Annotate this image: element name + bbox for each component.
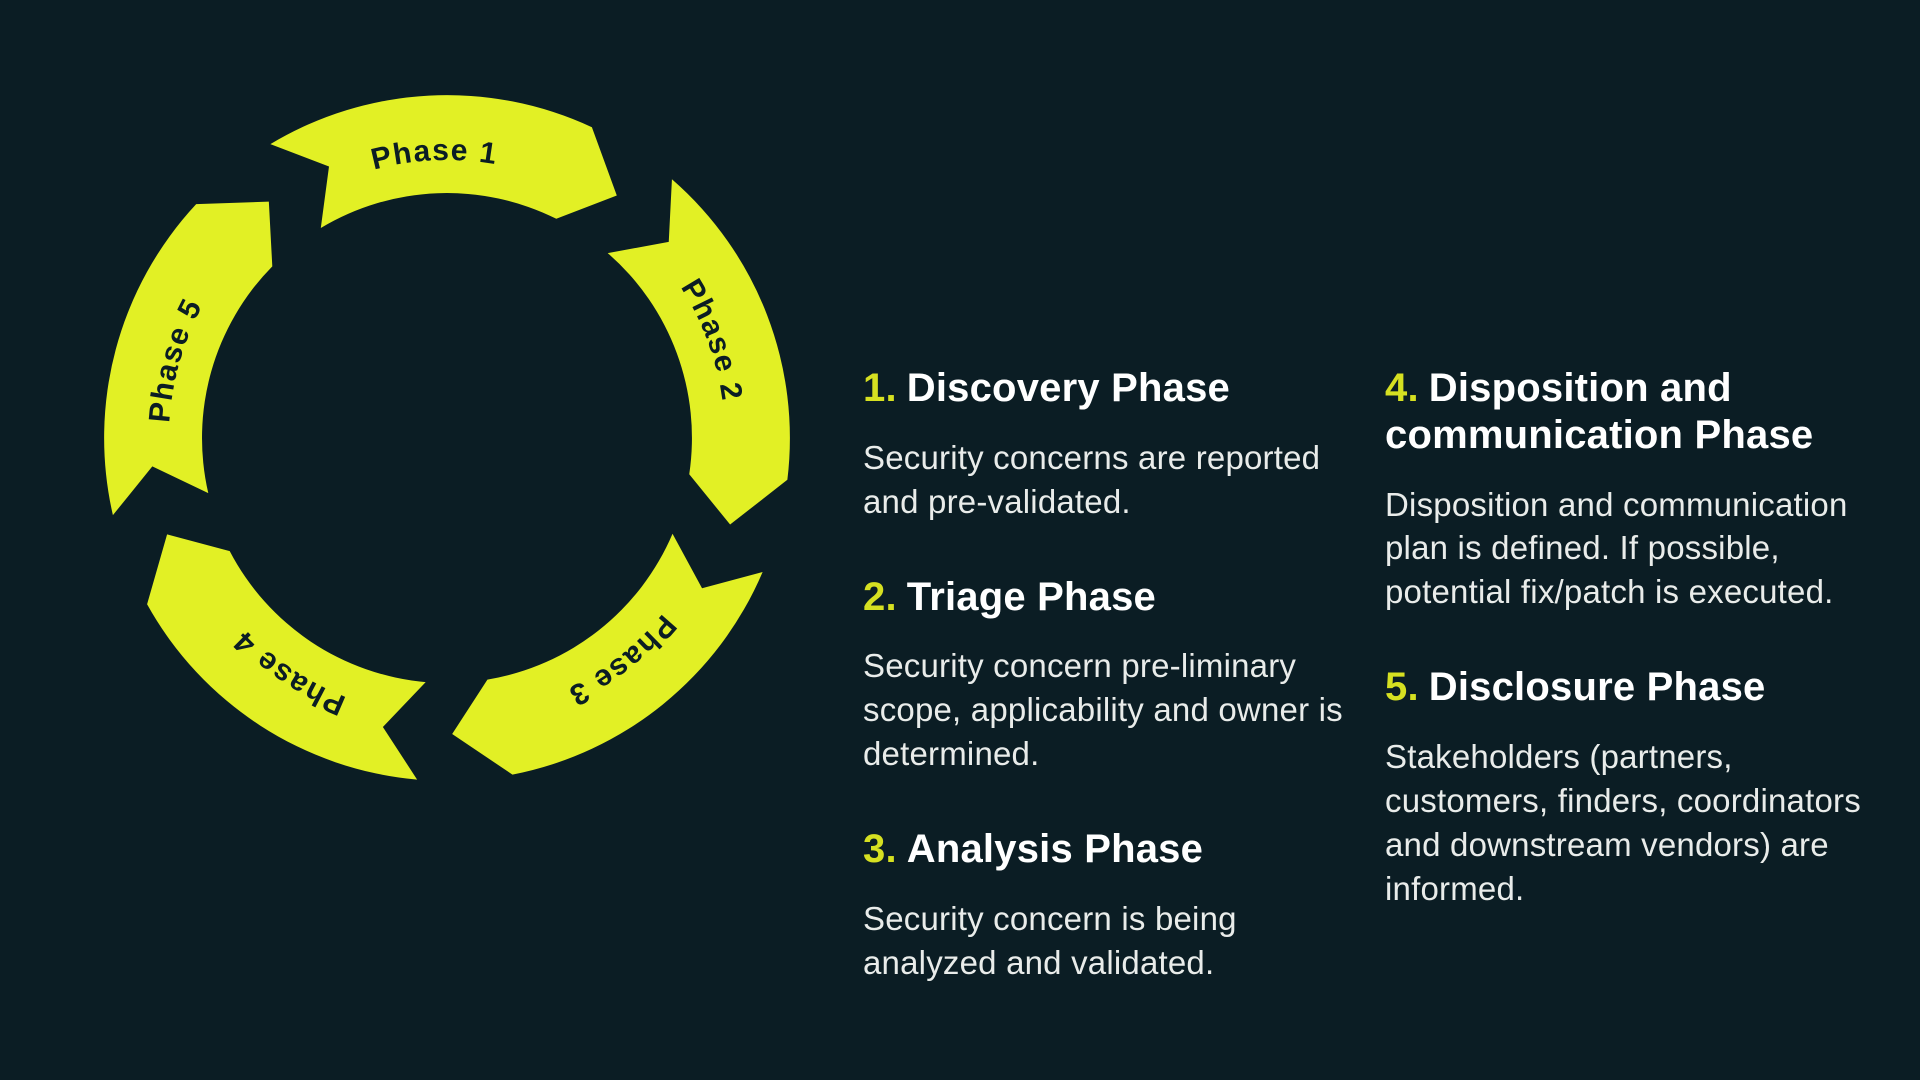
disclosure-phase-heading: 5.Disclosure Phase [1385,664,1920,711]
section-disposition-communication-phase: 4.Disposition and communication Phase Di… [1385,365,1920,614]
disposition-phase-title: Disposition and communication Phase [1385,366,1814,457]
analysis-phase-heading: 3.Analysis Phase [863,826,1423,873]
disclosure-phase-description: Stakeholders (partners, customers, finde… [1385,738,1861,907]
section-analysis-phase: 3.Analysis Phase Security concern is bei… [863,826,1423,985]
analysis-phase-title: Analysis Phase [906,826,1204,871]
analysis-phase-number: 3. [863,826,897,871]
phase-descriptions-column-right: 4.Disposition and communication Phase Di… [1385,365,1920,961]
disposition-phase-heading: 4.Disposition and communication Phase [1385,365,1920,459]
disposition-phase-number: 4. [1385,366,1419,410]
triage-phase-description: Security concern pre-liminary scope, app… [863,647,1343,773]
discovery-phase-description: Security concerns are reported and pre-v… [863,438,1321,520]
discovery-phase-number: 1. [863,366,897,410]
discovery-phase-heading: 1.Discovery Phase [863,365,1423,412]
disclosure-phase-title: Disclosure Phase [1428,665,1766,710]
phase-descriptions-column-left: 1.Discovery Phase Security concerns are … [863,365,1423,1035]
section-discovery-phase: 1.Discovery Phase Security concerns are … [863,365,1423,524]
triage-phase-title: Triage Phase [906,574,1156,619]
triage-phase-number: 2. [863,574,897,619]
disclosure-phase-number: 5. [1385,665,1419,710]
discovery-phase-title: Discovery Phase [906,366,1230,410]
section-triage-phase: 2.Triage Phase Security concern pre-limi… [863,574,1423,776]
section-disclosure-phase: 5.Disclosure Phase Stakeholders (partner… [1385,664,1920,910]
cycle-arrows [66,95,826,820]
analysis-phase-description: Security concern is being analyzed and v… [863,899,1237,981]
triage-phase-heading: 2.Triage Phase [863,574,1423,621]
disposition-phase-description: Disposition and communication plan is de… [1385,485,1848,611]
